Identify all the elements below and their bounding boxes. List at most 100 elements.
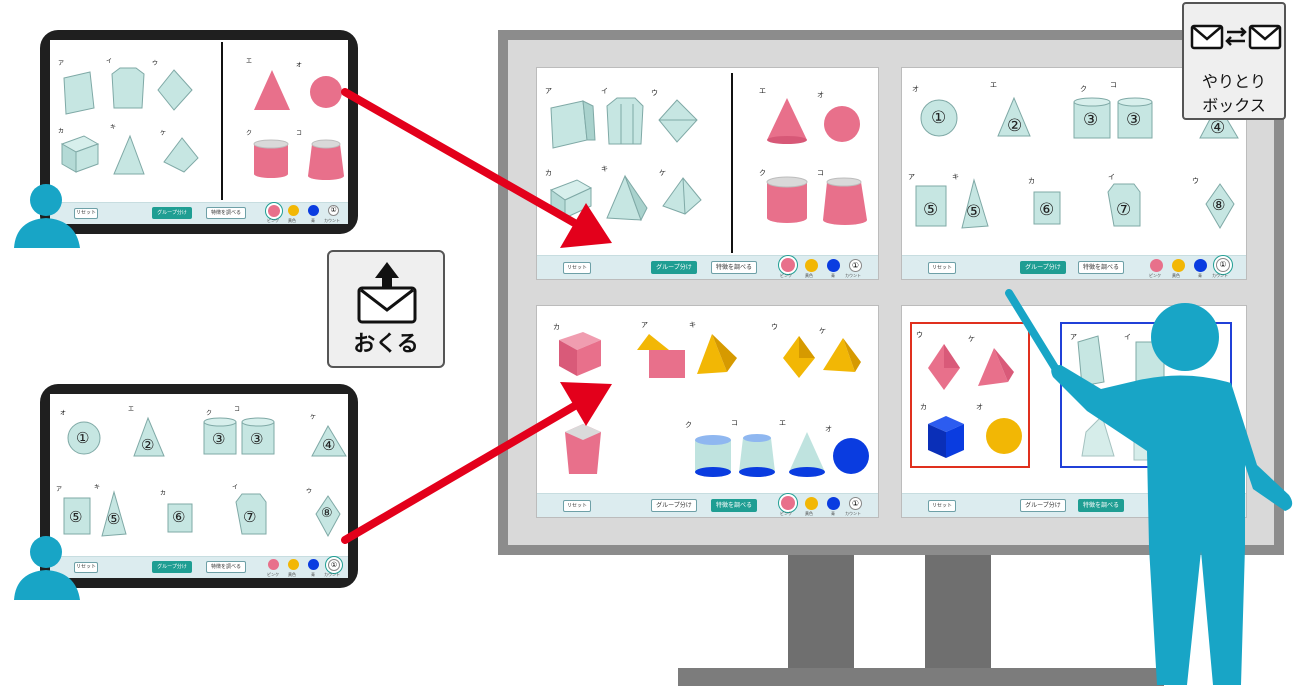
shape-label-ko: コ xyxy=(1110,81,1117,89)
group-button[interactable]: グループ分け xyxy=(152,561,192,573)
features-button[interactable]: 特徴を調べる xyxy=(206,561,246,573)
blue-toggle[interactable] xyxy=(308,205,319,216)
tetrahedron-shape xyxy=(662,177,702,215)
count-toggle[interactable]: ① xyxy=(328,559,340,571)
group-button[interactable]: グループ分け xyxy=(152,207,192,219)
count-3b: ③ xyxy=(250,430,264,448)
shape-label-ku: ク xyxy=(246,130,253,137)
send-label: おくる xyxy=(353,332,419,357)
yellow-toggle[interactable] xyxy=(288,205,299,216)
shape-label-ka: カ xyxy=(553,323,560,331)
count-6: ⑥ xyxy=(1039,200,1055,220)
shape-label-a: ア xyxy=(58,60,65,67)
panel-shapes xyxy=(915,96,1239,229)
count-label: カウント xyxy=(324,218,340,223)
reset-button[interactable]: リセット xyxy=(563,500,591,512)
shape-label-o: オ xyxy=(296,62,303,69)
reset-button[interactable]: リセット xyxy=(74,208,98,219)
student-figure-1 xyxy=(14,184,80,248)
shape-label-o: オ xyxy=(817,91,824,99)
yellow-toggle[interactable] xyxy=(805,497,818,510)
features-button[interactable]: 特徴を調べる xyxy=(711,261,757,274)
octahedron-shape xyxy=(658,99,698,143)
tablet-shapes xyxy=(63,416,347,538)
pink-toggle[interactable] xyxy=(781,496,795,510)
shape-label-o: オ xyxy=(60,410,67,417)
reset-button[interactable]: リセット xyxy=(74,562,98,573)
reset-button[interactable]: リセット xyxy=(563,262,591,274)
shape-label-i: イ xyxy=(1124,333,1131,341)
shape-label-o: オ xyxy=(825,425,832,433)
group-button[interactable]: グループ分け xyxy=(1020,261,1066,274)
pink-toggle[interactable] xyxy=(1150,259,1163,272)
cube-shape xyxy=(549,179,593,219)
count-3a: ③ xyxy=(212,430,226,448)
yellow-toggle[interactable] xyxy=(1172,259,1185,272)
group-button[interactable]: グループ分け xyxy=(1020,499,1066,512)
pink-toggle[interactable] xyxy=(781,258,795,272)
shape-label-e: エ xyxy=(779,419,786,427)
frustum-pink-shape xyxy=(823,177,867,225)
shape-label-i: イ xyxy=(1108,173,1115,181)
shape-label-i: イ xyxy=(106,58,113,65)
tablet-shapes xyxy=(60,42,344,200)
reset-button[interactable]: リセット xyxy=(928,500,956,512)
shape-label-ka: カ xyxy=(160,490,167,497)
features-button[interactable]: 特徴を調べる xyxy=(711,499,757,512)
blue-toggle[interactable] xyxy=(827,259,840,272)
tablet-toolbar: リセット グループ分け 特徴を調べる ① ピンク 黄色 青 カウント xyxy=(50,556,348,578)
features-button[interactable]: 特徴を調べる xyxy=(1078,499,1124,512)
student-tablet-2: オ エ ク コ ケ ア キ カ イ ウ ① ② ③ ③ ④ ⑤ ⑤ ⑥ ⑦ ⑧ … xyxy=(40,384,358,588)
shape-label-o: オ xyxy=(976,403,983,411)
count-toggle[interactable]: ① xyxy=(849,259,862,272)
monitor-panel-grouping-1[interactable]: ア イ ウ カ キ ケ エ オ ク コ リセット グループ分け 特徴を調べる ①… xyxy=(536,67,879,280)
blue-toggle[interactable] xyxy=(308,559,319,570)
exchange-mail-icon xyxy=(1190,24,1282,50)
shape-label-e: エ xyxy=(990,81,997,89)
pink-label: ピンク xyxy=(1149,273,1161,278)
blue-toggle[interactable] xyxy=(1194,259,1207,272)
shape-label-ke: ケ xyxy=(310,414,317,421)
tablet-screen[interactable]: ア イ ウ カ キ ケ エ オ ク コ リセット グループ分け 特徴を調べる ①… xyxy=(50,40,348,224)
pink-label: ピンク xyxy=(780,511,792,516)
count-toggle[interactable]: ① xyxy=(849,497,862,510)
pink-toggle[interactable] xyxy=(268,205,280,217)
count-5b: ⑤ xyxy=(107,510,121,528)
group-button[interactable]: グループ分け xyxy=(651,499,697,512)
panel-toolbar: リセット グループ分け 特徴を調べる ① ピンク 黄色 青 カウント xyxy=(537,255,878,279)
shape-label-ke: ケ xyxy=(160,130,167,137)
shape-label-ka: カ xyxy=(1028,177,1035,185)
yellow-label: 黄色 xyxy=(805,273,813,278)
monitor-panel-features-3[interactable]: カ ア キ ウ ケ ク コ エ オ リセット グループ分け 特徴を調べる ① ピ… xyxy=(536,305,879,518)
panel-shapes xyxy=(549,73,867,253)
pink-label: ピンク xyxy=(267,572,279,577)
features-button[interactable]: 特徴を調べる xyxy=(1078,261,1124,274)
send-button[interactable]: おくる xyxy=(327,250,445,368)
features-button[interactable]: 特徴を調べる xyxy=(206,207,246,219)
count-7: ⑦ xyxy=(1116,200,1132,220)
reset-button[interactable]: リセット xyxy=(928,262,956,274)
tablet-screen[interactable]: オ エ ク コ ケ ア キ カ イ ウ ① ② ③ ③ ④ ⑤ ⑤ ⑥ ⑦ ⑧ … xyxy=(50,394,348,578)
count-toggle[interactable]: ① xyxy=(328,205,339,216)
count-2: ② xyxy=(141,436,155,454)
count-2: ② xyxy=(1007,116,1023,136)
blue-toggle[interactable] xyxy=(827,497,840,510)
shape-label-ka: カ xyxy=(58,128,65,135)
shape-label-i: イ xyxy=(232,484,239,491)
blue-label: 青 xyxy=(831,511,835,516)
panel-toolbar: リセット グループ分け 特徴を調べる ① ピンク 黄色 青 カウント xyxy=(537,493,878,517)
shape-label-u: ウ xyxy=(771,323,778,331)
monitor-stand-left xyxy=(788,555,854,670)
panel-toolbar: リセット グループ分け 特徴を調べる xyxy=(902,493,1246,517)
count-toggle[interactable]: ① xyxy=(1216,258,1230,272)
group-button[interactable]: グループ分け xyxy=(651,261,697,274)
shape-label-a: ア xyxy=(56,486,63,493)
student-figure-2 xyxy=(14,536,80,600)
pink-toggle[interactable] xyxy=(268,559,279,570)
yellow-toggle[interactable] xyxy=(805,259,818,272)
exchange-box[interactable]: やりとり ボックス xyxy=(1182,2,1286,120)
yellow-toggle[interactable] xyxy=(288,559,299,570)
cylinder-pink-shape xyxy=(766,176,808,223)
shape-label-ku: ク xyxy=(685,421,692,429)
count-1: ① xyxy=(931,108,947,128)
